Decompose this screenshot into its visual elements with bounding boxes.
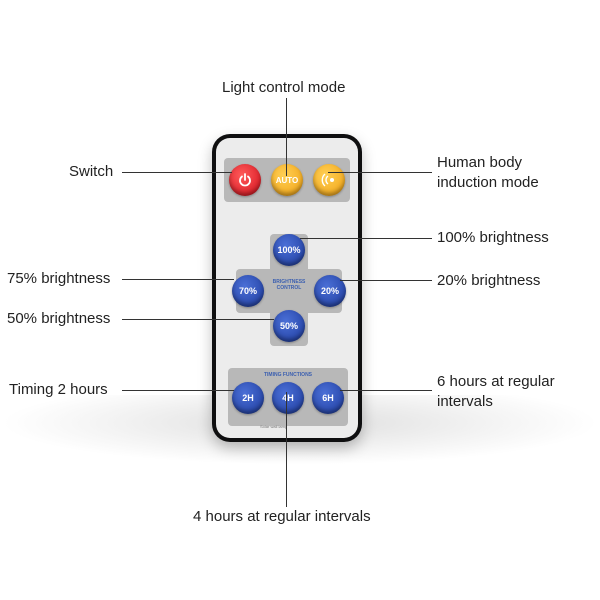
line-brightness-100 xyxy=(300,238,432,239)
timer-2h-button[interactable]: 2H xyxy=(232,382,264,414)
timer-4h-label: 4H xyxy=(282,393,294,403)
line-timing-2 xyxy=(122,390,234,391)
power-button[interactable] xyxy=(229,164,261,196)
brightness-70-label: 70% xyxy=(238,286,257,296)
label-brightness-100: 100% brightness xyxy=(437,229,549,246)
line-light-control-mode xyxy=(286,98,287,176)
motion-sensor-icon xyxy=(321,173,334,187)
brightness-100-button[interactable]: 100% xyxy=(273,234,305,266)
timer-6h-button[interactable]: 6H xyxy=(312,382,344,414)
line-switch xyxy=(122,172,232,173)
label-brightness-20: 20% brightness xyxy=(437,272,541,289)
timing-functions-label: TIMING FUNCTIONS xyxy=(263,372,313,378)
label-human-body-line1: Human body xyxy=(437,154,523,171)
timer-4h-button[interactable]: 4H xyxy=(272,382,304,414)
label-light-control-mode: Light control mode xyxy=(222,79,346,96)
label-human-body-line2: induction mode xyxy=(437,174,539,191)
line-four-hours xyxy=(286,392,287,507)
line-brightness-20 xyxy=(340,280,432,281)
label-switch: Switch xyxy=(69,163,114,180)
brightness-20-label: 20% xyxy=(320,286,339,296)
brightness-100-label: 100% xyxy=(277,245,301,255)
brightness-50-button[interactable]: 50% xyxy=(273,310,305,342)
remote-control: AUTO 100% 70% 20% 50% xyxy=(212,134,362,442)
label-four-hours: 4 hours at regular intervals xyxy=(193,508,371,525)
label-timing-2: Timing 2 hours xyxy=(9,381,108,398)
power-icon xyxy=(239,173,251,187)
remote-face: AUTO 100% 70% 20% 50% xyxy=(216,138,358,438)
brightness-control-line1: BRIGHTNESS xyxy=(272,279,306,285)
timer-2h-label: 2H xyxy=(242,393,254,403)
brightness-control-label: BRIGHTNESS CONTROL xyxy=(264,279,314,291)
line-brightness-75 xyxy=(122,279,234,280)
line-brightness-50 xyxy=(122,319,274,320)
label-brightness-75: 75% brightness xyxy=(7,270,111,287)
brightness-control-line2: CONTROL xyxy=(276,285,302,291)
line-human-body xyxy=(328,172,432,173)
brightness-70-button[interactable]: 70% xyxy=(232,275,264,307)
auto-button-label: AUTO xyxy=(275,175,299,185)
brightness-50-label: 50% xyxy=(279,321,298,331)
brand-text: Solar wall lamp xyxy=(260,424,288,429)
label-six-hours-line2: intervals xyxy=(437,393,493,410)
timer-6h-label: 6H xyxy=(322,393,334,403)
label-brightness-50: 50% brightness xyxy=(7,310,111,327)
label-six-hours-line1: 6 hours at regular xyxy=(437,373,555,390)
motion-sensor-button[interactable] xyxy=(313,164,345,196)
line-six-hours xyxy=(340,390,432,391)
auto-button[interactable]: AUTO xyxy=(271,164,303,196)
